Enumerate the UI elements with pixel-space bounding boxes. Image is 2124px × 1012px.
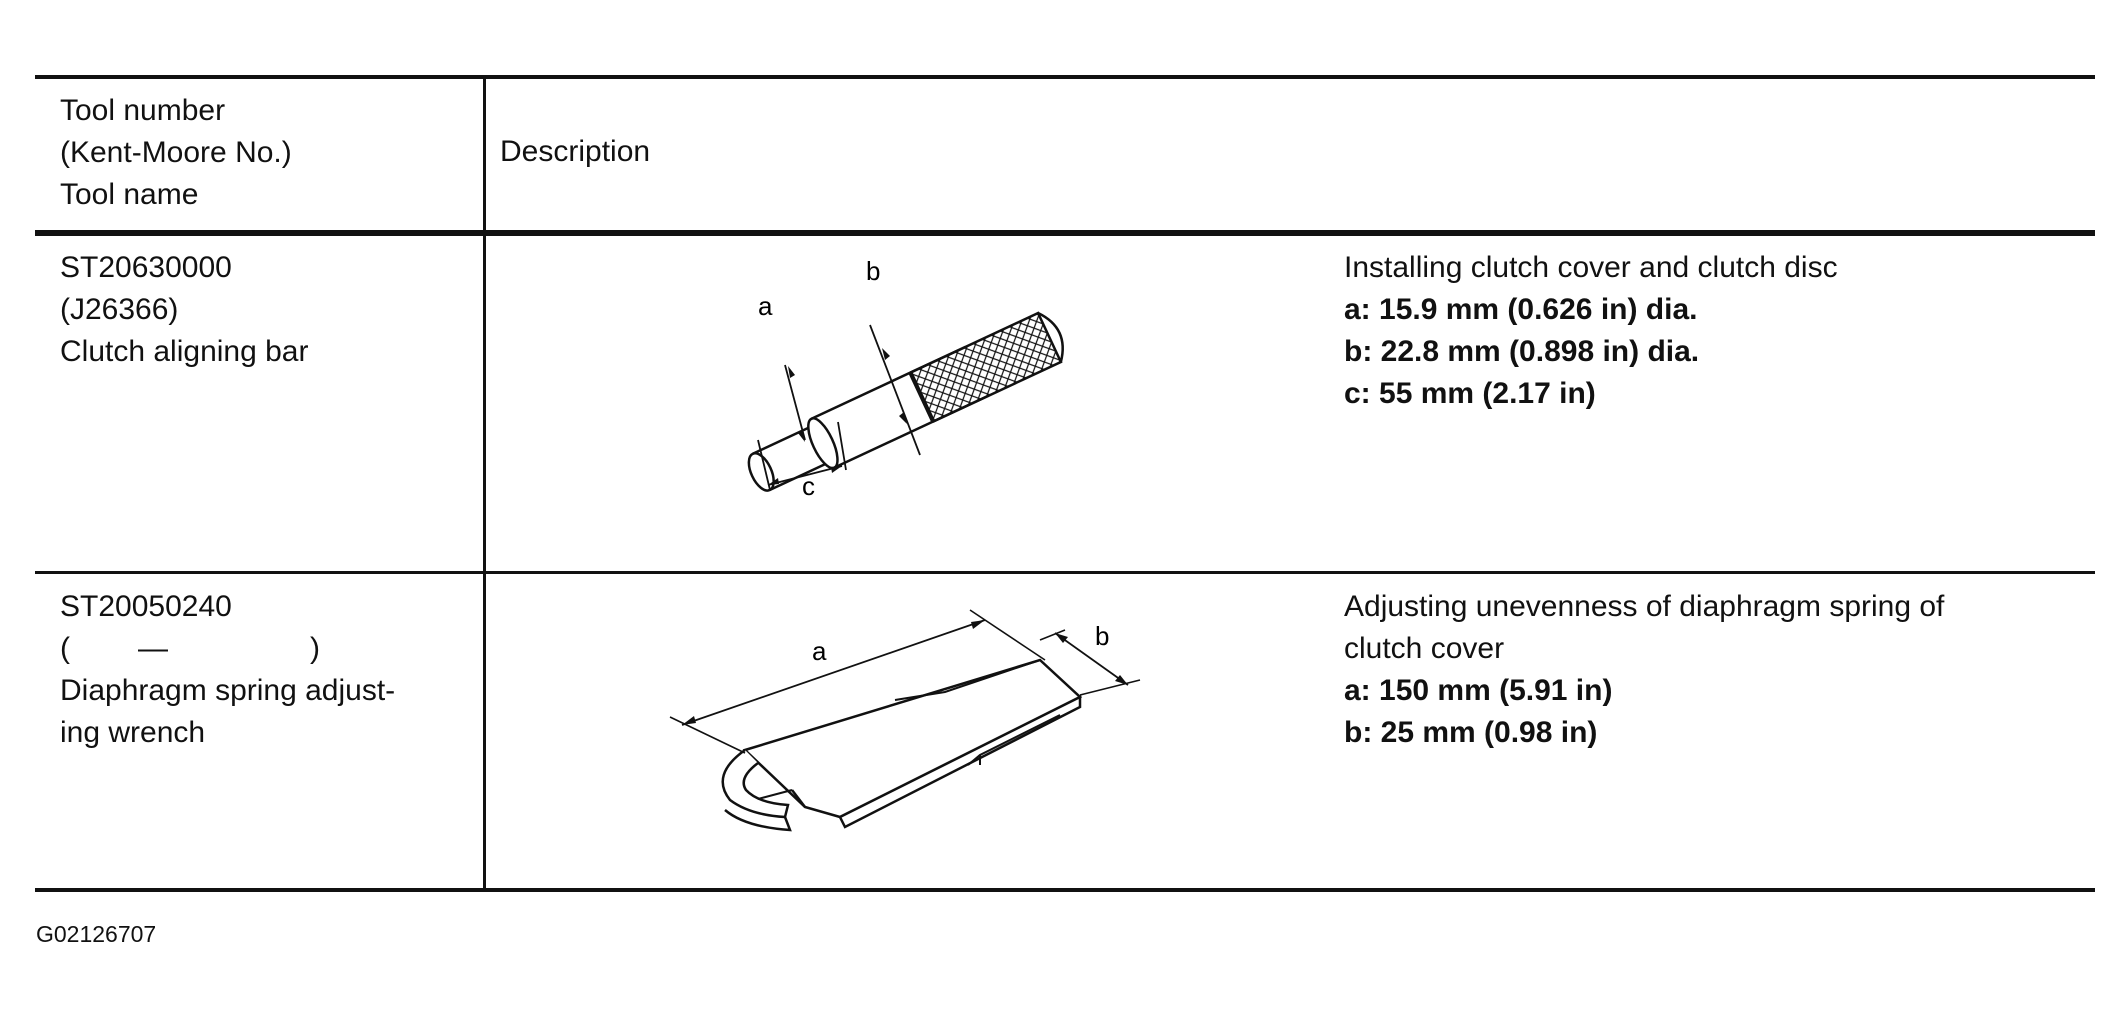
row2-tool-cell: ST20050240 ( — ) Diaphragm spring adjust…: [60, 586, 395, 754]
row1-spec-c: c: 55 mm (2.17 in): [1344, 377, 1596, 410]
header-tool-number: Tool number: [60, 94, 226, 127]
fig2-label-b: b: [1095, 621, 1109, 651]
header-tool-column: Tool number (Kent-Moore No.) Tool name: [60, 90, 292, 216]
table-bottom-rule: [35, 888, 2095, 892]
row1-description: Installing clutch cover and clutch disc: [1344, 251, 1838, 284]
diaphragm-wrench-figure: a b: [669, 609, 1141, 832]
figure-code: G02126707: [36, 921, 157, 947]
clutch-aligning-bar-figure: b a c: [747, 256, 1064, 501]
fig1-label-c: c: [802, 471, 815, 501]
row2-kent-moore: ( — ): [60, 628, 390, 670]
header-description: Description: [500, 135, 651, 168]
table-top-rule: [35, 75, 2095, 79]
row2-spec-a: a: 150 mm (5.91 in): [1344, 674, 1613, 707]
row2-kent-moore-close: ): [310, 632, 320, 665]
fig1-label-a: a: [758, 291, 773, 321]
row2-tool-name-line2: ing wrench: [60, 716, 206, 749]
row-divider-rule: [35, 571, 2095, 574]
row1-tool-name: Clutch aligning bar: [60, 335, 309, 368]
header-bottom-rule: [35, 230, 2095, 236]
row2-kent-moore-open: (: [60, 632, 70, 665]
row2-tool-number: ST20050240: [60, 590, 232, 623]
header-kent-moore: (Kent-Moore No.): [60, 136, 292, 169]
row1-tool-number: ST20630000: [60, 251, 232, 284]
row1-spec-a: a: 15.9 mm (0.626 in) dia.: [1344, 293, 1698, 326]
row1-kent-moore: (J26366): [60, 293, 179, 326]
row2-description-line2: clutch cover: [1344, 632, 1505, 665]
fig1-label-b: b: [866, 256, 880, 286]
row2-description-cell: Adjusting unevenness of diaphragm spring…: [1344, 586, 1944, 754]
row1-description-cell: Installing clutch cover and clutch disc …: [1344, 247, 1838, 415]
header-tool-name: Tool name: [60, 178, 199, 211]
row1-spec-b: b: 22.8 mm (0.898 in) dia.: [1344, 335, 1700, 368]
fig2-label-a: a: [812, 636, 827, 666]
row1-tool-cell: ST20630000 (J26366) Clutch aligning bar: [60, 247, 308, 373]
column-divider: [483, 77, 486, 890]
row2-description-line1: Adjusting unevenness of diaphragm spring…: [1344, 590, 1945, 623]
row2-kent-moore-dash: —: [138, 632, 168, 665]
row2-tool-name-line1: Diaphragm spring adjust-: [60, 674, 396, 707]
row2-spec-b: b: 25 mm (0.98 in): [1344, 716, 1598, 749]
